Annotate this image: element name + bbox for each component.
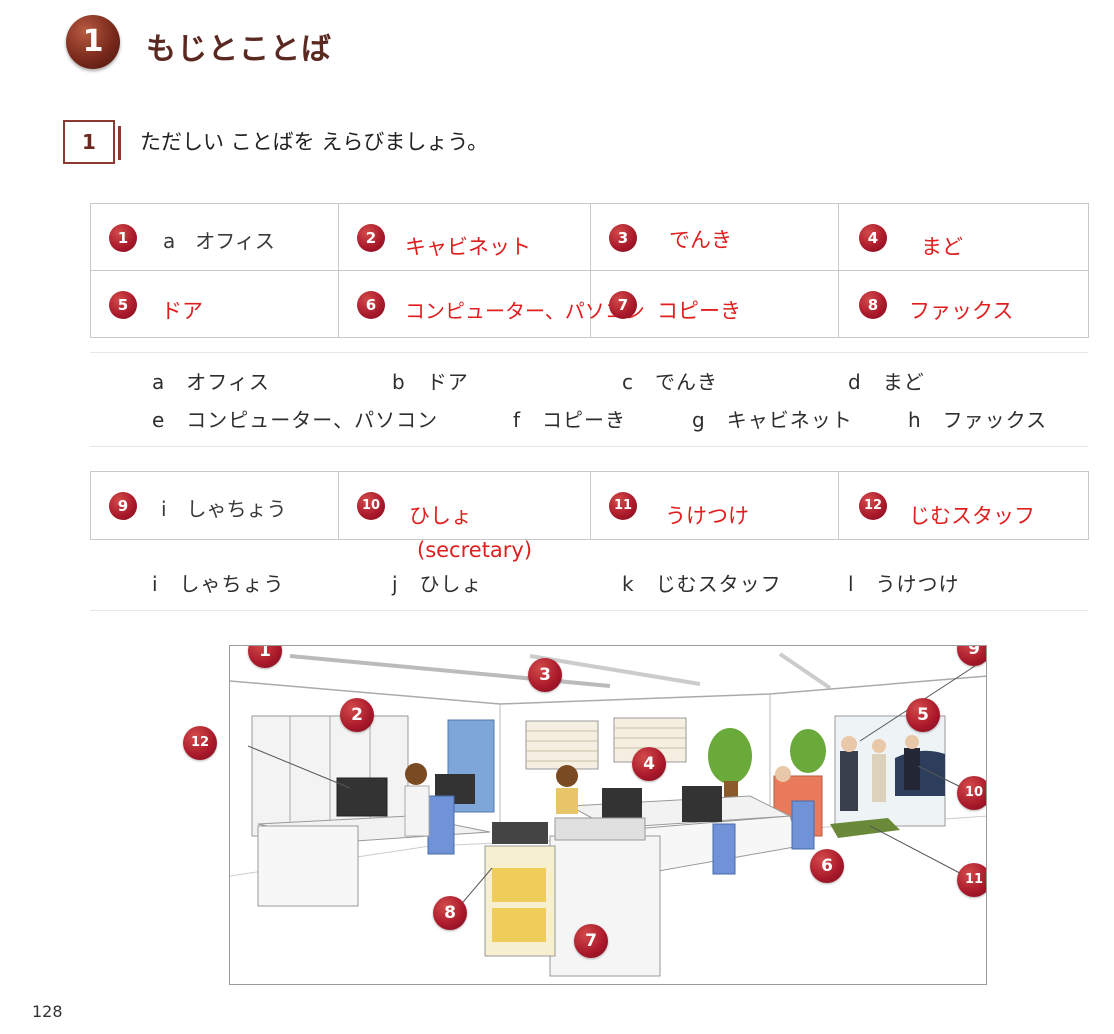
word-bank-item: k じむスタッフ bbox=[622, 572, 782, 596]
answer-cell-3[interactable]: 3 でんき bbox=[591, 204, 839, 271]
handwritten-answer: まど bbox=[921, 235, 963, 259]
printed-answer: i しゃちょう bbox=[161, 497, 287, 521]
number-badge: 9 bbox=[109, 492, 137, 520]
number-badge: 2 bbox=[357, 224, 385, 252]
word-bank-item: f コピーき bbox=[513, 408, 627, 432]
callout-badge-6: 6 bbox=[810, 849, 844, 883]
answer-cell-5[interactable]: 5 ドア bbox=[91, 271, 339, 338]
number-badge: 11 bbox=[609, 492, 637, 520]
number-badge: 3 bbox=[609, 224, 637, 252]
number-badge: 6 bbox=[357, 291, 385, 319]
printed-answer: a オフィス bbox=[163, 229, 275, 253]
office-illustration: 1 2 3 4 5 6 7 8 9 10 11 bbox=[229, 645, 987, 985]
handwritten-answer: ドア bbox=[161, 299, 203, 323]
callout-badge-5: 5 bbox=[906, 698, 940, 732]
word-bank-item: b ドア bbox=[392, 370, 469, 394]
number-badge: 1 bbox=[109, 224, 137, 252]
handwritten-answer: うけつけ bbox=[665, 504, 749, 528]
word-bank-item: j ひしょ bbox=[392, 572, 483, 596]
section-title: もじとことば bbox=[146, 32, 332, 67]
answer-cell-10[interactable]: 10 ひしょ (secretary) bbox=[339, 472, 591, 562]
number-badge: 5 bbox=[109, 291, 137, 319]
answer-cell-8[interactable]: 8 ファックス bbox=[839, 271, 1089, 338]
word-bank-item: d まど bbox=[848, 370, 925, 394]
word-bank-item: e コンピューター、パソコン bbox=[152, 408, 439, 432]
page-number: 128 bbox=[32, 1002, 63, 1021]
word-bank-item: c でんき bbox=[622, 370, 718, 394]
word-bank-item: h ファックス bbox=[908, 408, 1048, 432]
callout-badge-2: 2 bbox=[340, 698, 374, 732]
callout-badge-11: 11 bbox=[957, 863, 986, 897]
answer-cell-2[interactable]: 2 キャビネット bbox=[339, 204, 591, 271]
callout-badge-7: 7 bbox=[574, 924, 608, 958]
section-number-badge: 1 bbox=[66, 15, 120, 69]
callout-badge-4: 4 bbox=[632, 747, 666, 781]
word-bank-item: g キャビネット bbox=[692, 408, 853, 432]
callout-badge-3: 3 bbox=[528, 658, 562, 692]
callout-badge-1: 1 bbox=[248, 646, 282, 668]
answer-cell-1: 1 a オフィス bbox=[91, 204, 339, 271]
handwritten-answer: じむスタッフ bbox=[909, 504, 1035, 528]
number-badge: 8 bbox=[859, 291, 887, 319]
office-scene bbox=[230, 652, 986, 977]
number-badge: 7 bbox=[609, 291, 637, 319]
exercise-instruction: ただしい ことばを えらびましょう。 bbox=[140, 130, 489, 154]
word-bank-item: a オフィス bbox=[152, 370, 270, 394]
exercise-number: 1 bbox=[63, 120, 121, 164]
handwritten-answer: コンピューター、パソコン bbox=[405, 299, 645, 323]
answer-cell-12[interactable]: 12 じむスタッフ bbox=[839, 472, 1089, 540]
handwritten-answer: でんき bbox=[669, 228, 732, 252]
answer-cell-11[interactable]: 11 うけつけ bbox=[591, 472, 839, 540]
word-bank-item: l うけつけ bbox=[848, 572, 960, 596]
callout-badge-9: 9 bbox=[957, 646, 986, 666]
number-badge: 10 bbox=[357, 492, 385, 520]
number-badge: 4 bbox=[859, 224, 887, 252]
callout-badge-8: 8 bbox=[433, 896, 467, 930]
answer-cell-7[interactable]: 7 コピーき bbox=[591, 271, 839, 338]
answer-cell-4[interactable]: 4 まど bbox=[839, 204, 1089, 271]
answer-cell-9: 9 i しゃちょう bbox=[91, 472, 339, 540]
answer-grid-2: 9 i しゃちょう 10 ひしょ (secretary) 11 うけつけ 12 … bbox=[90, 471, 1089, 562]
handwritten-note: (secretary) bbox=[417, 538, 533, 562]
handwritten-answer: ファックス bbox=[909, 299, 1014, 323]
word-bank-item: i しゃちょう bbox=[152, 572, 285, 596]
callout-badge-12: 12 bbox=[183, 726, 217, 760]
answer-cell-6[interactable]: 6 コンピューター、パソコン bbox=[339, 271, 645, 338]
handwritten-answer: ひしょ bbox=[409, 504, 472, 528]
number-badge: 12 bbox=[859, 492, 887, 520]
handwritten-answer: コピーき bbox=[657, 299, 741, 323]
callout-badge-10: 10 bbox=[957, 776, 986, 810]
handwritten-answer: キャビネット bbox=[405, 235, 531, 259]
answer-grid-1: 1 a オフィス 2 キャビネット 3 でんき 4 まど 5 ドア 6 コンピュ… bbox=[90, 203, 1089, 338]
